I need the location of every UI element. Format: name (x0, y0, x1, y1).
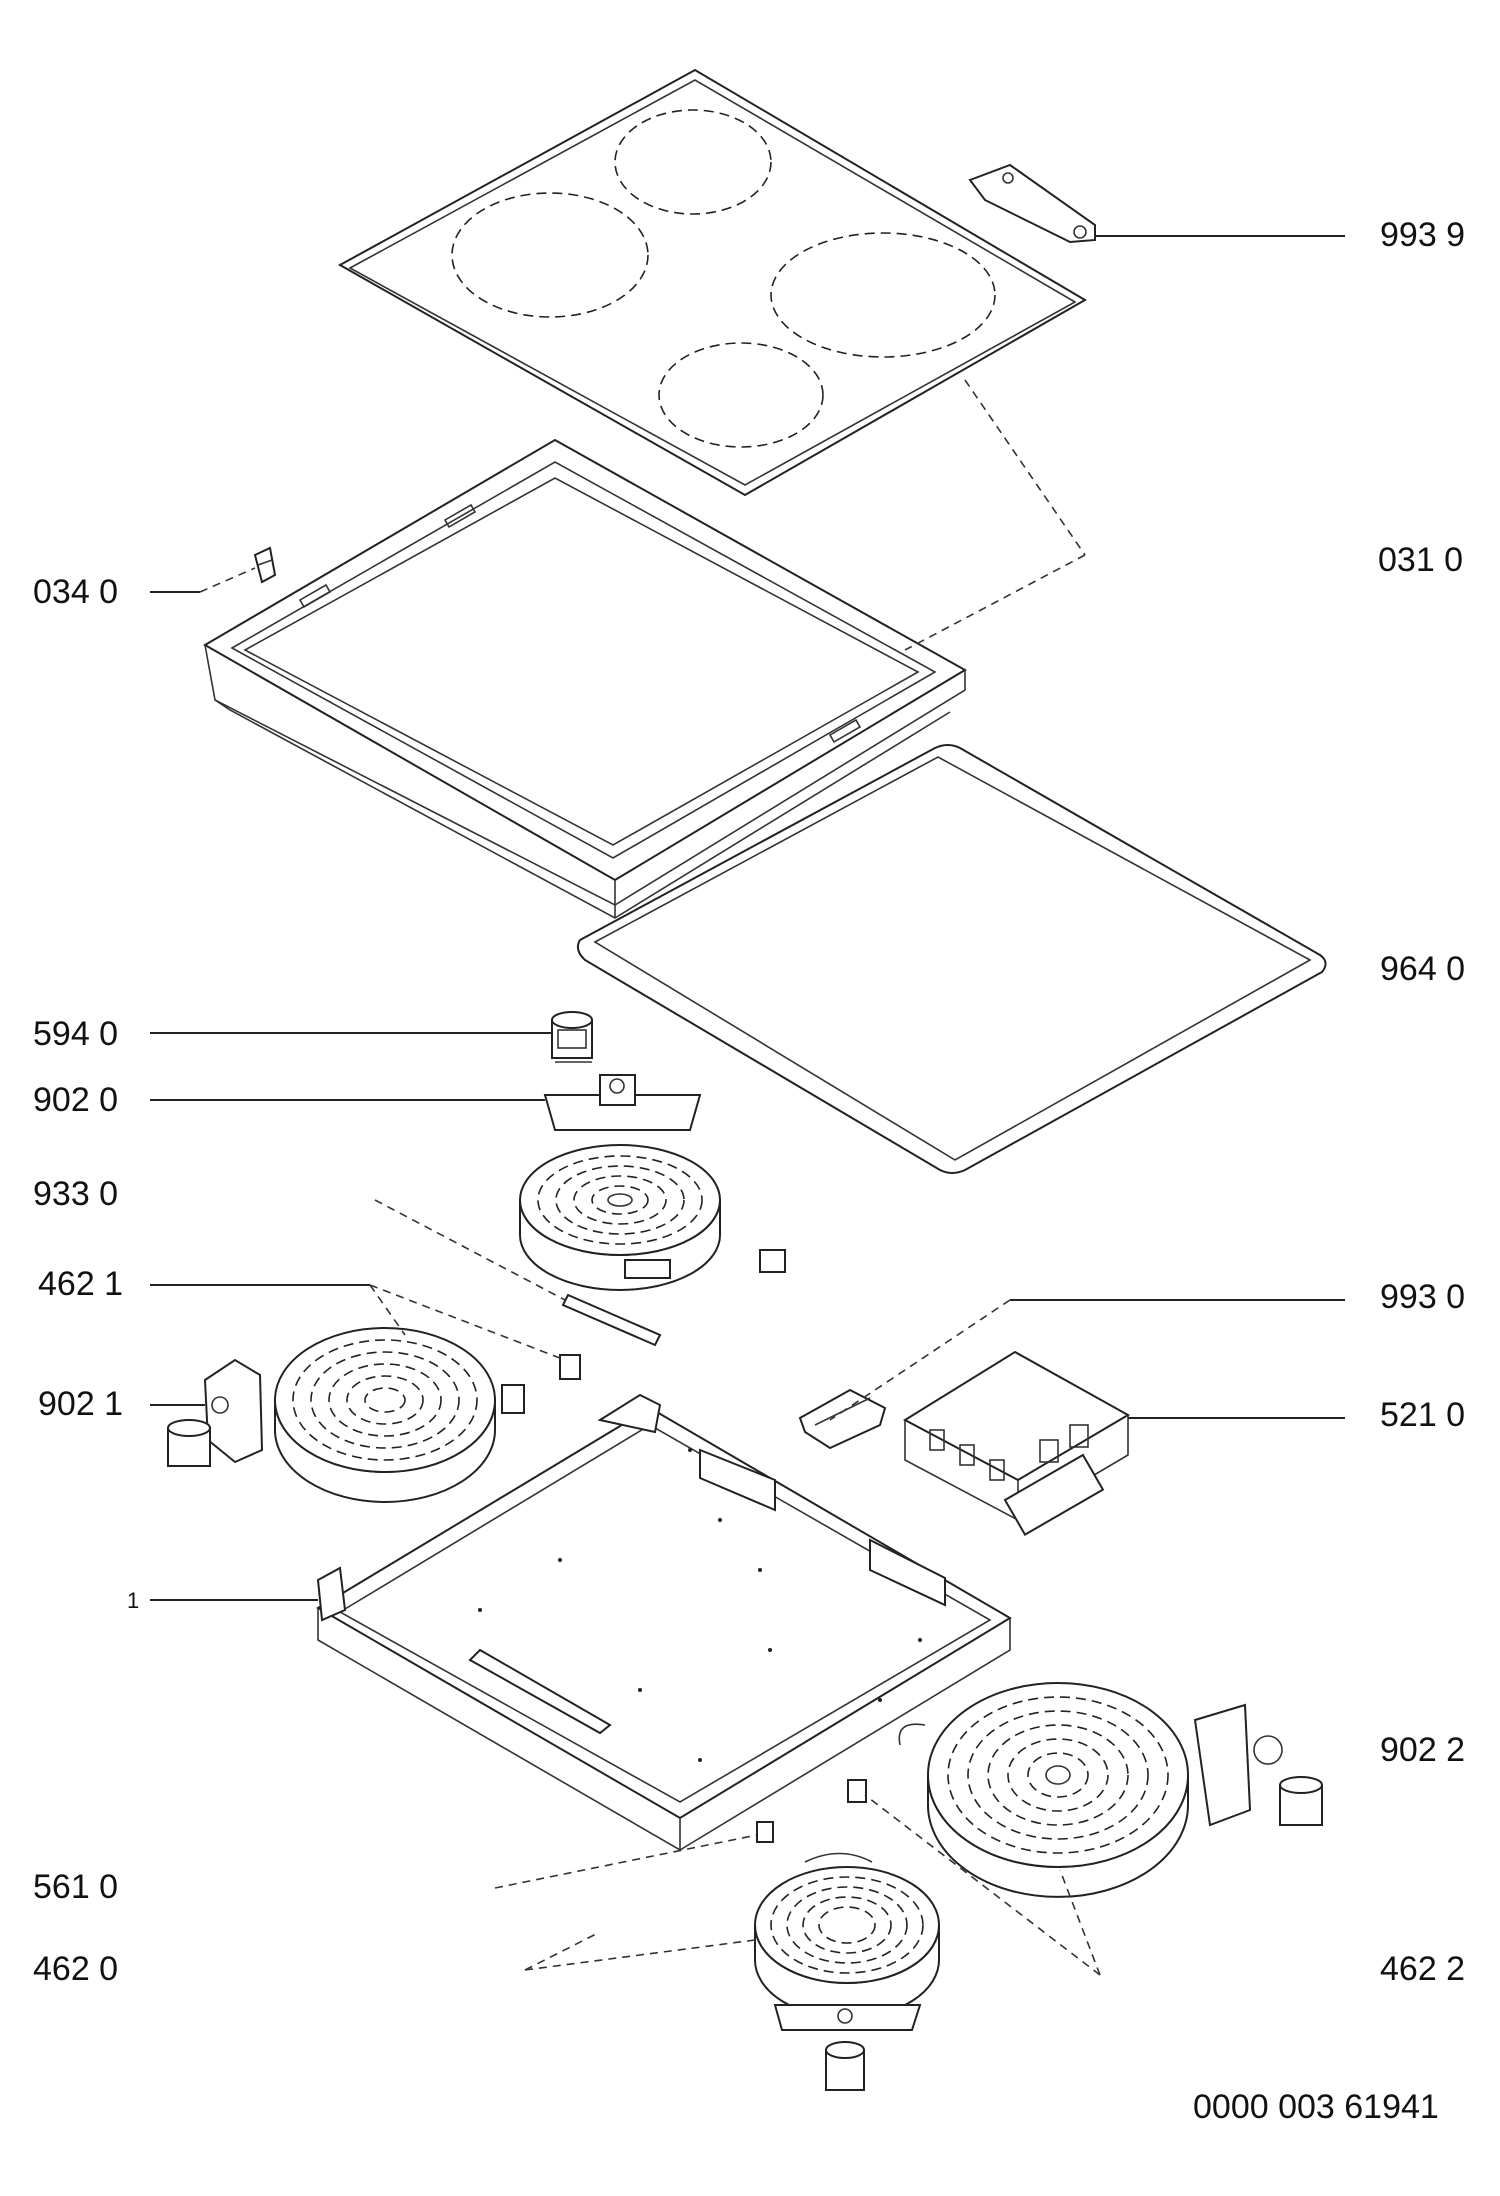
clip-0340 (253, 546, 277, 584)
frame-0310 (203, 438, 967, 919)
seal-gasket-9640 (576, 744, 1327, 1174)
label-1: 1 (127, 1588, 140, 1613)
label-4622: 462 2 (1380, 1950, 1466, 1988)
label-0340: 034 0 (33, 573, 119, 611)
drawing-number: 0000 003 61941 (1193, 2088, 1439, 2126)
label-4620: 462 0 (33, 1950, 119, 1988)
thermal-limiter-4621 (559, 1293, 662, 1380)
label-9021: 902 1 (38, 1385, 124, 1423)
label-5210: 521 0 (1380, 1396, 1466, 1434)
label-5610: 561 0 (33, 1868, 119, 1906)
label-9022: 902 2 (1380, 1731, 1466, 1769)
label-9939: 993 9 (1380, 216, 1466, 254)
label-5940: 594 0 (33, 1015, 119, 1053)
radiant-heater-left (167, 1327, 525, 1503)
label-0310: 031 0 (1378, 541, 1464, 579)
label-9640: 964 0 (1380, 950, 1466, 988)
label-9020: 902 0 (33, 1081, 119, 1119)
limiter-5610 (756, 1779, 867, 1843)
label-9330: 933 0 (33, 1175, 119, 1213)
support-bracket-9020 (543, 1074, 702, 1131)
leader-lines (150, 235, 1345, 1976)
radiant-heater-right (898, 1682, 1323, 1898)
bracket-9939 (968, 163, 1096, 244)
label-4621: 462 1 (38, 1265, 124, 1303)
glass-ceramic-top (337, 68, 1087, 497)
tray-markings (478, 1448, 922, 1762)
base-tray (316, 1393, 1012, 1851)
bracket-9930 (798, 1388, 887, 1450)
radiant-heater-center (519, 1144, 786, 1291)
label-9930: 993 0 (1380, 1278, 1466, 1316)
radiant-heater-bottom (754, 1852, 940, 2091)
control-module-5210 (902, 1350, 1131, 1537)
regulator-5940 (551, 1011, 593, 1063)
